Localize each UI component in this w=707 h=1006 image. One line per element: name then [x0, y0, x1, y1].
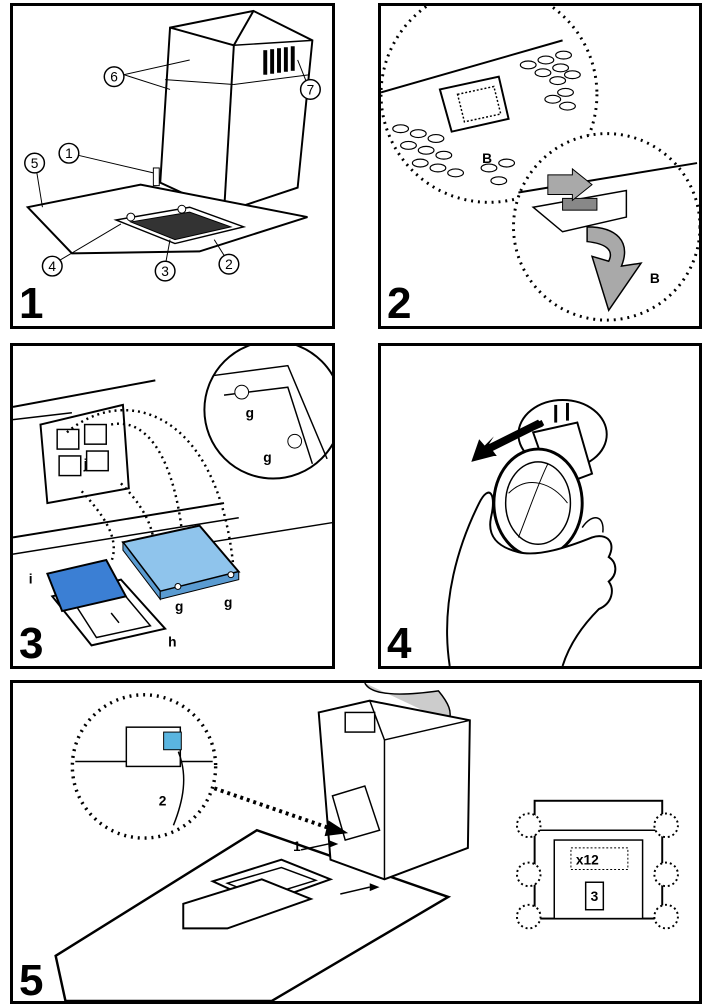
step-number: 2: [387, 282, 411, 326]
hood-overview-drawing: 1 2 3 4 5 6 7: [13, 6, 332, 326]
callout-2-label: 2: [225, 257, 233, 272]
label-b-1: B: [482, 151, 492, 166]
callout-7-label: 7: [307, 82, 315, 97]
label-b-2: B: [650, 271, 660, 286]
label-j: j: [83, 457, 88, 472]
panel-2-grease-filter-removal: B B 2: [378, 3, 702, 329]
label-g-3: g: [175, 599, 183, 614]
label-g-1: g: [246, 406, 254, 421]
lamp-replacement-drawing: [381, 346, 699, 666]
step-number: 5: [19, 959, 43, 1003]
schematic-label-3: 3: [591, 889, 599, 904]
label-g-2: g: [263, 450, 271, 465]
step-number: 4: [387, 622, 411, 666]
callout-4-label: 4: [48, 259, 56, 274]
label-h: h: [168, 634, 176, 649]
arrow-label-1: 1: [293, 839, 301, 854]
panel-3-carbon-filter: j g g i g h g 3: [10, 343, 335, 669]
callout-6-label: 6: [110, 70, 118, 85]
label-i: i: [29, 572, 33, 587]
carbon-filter-drawing: j g g i g h g: [13, 346, 332, 666]
panel-5-installation: 2 1 x12 3 5: [10, 680, 702, 1004]
installation-drawing: 2 1 x12 3: [13, 683, 699, 1001]
step-number: 1: [19, 282, 43, 326]
svg-text:g: g: [224, 595, 232, 610]
screw-count-label: x12: [576, 853, 599, 868]
callout-5-label: 5: [31, 156, 39, 171]
screw-location-schematic: x12 3: [517, 801, 678, 929]
step-number: 3: [19, 622, 43, 666]
detail-label-2: 2: [159, 794, 167, 809]
callout-3-label: 3: [161, 264, 169, 279]
panel-1-hood-overview: 1 2 3 4 5 6 7 1: [10, 3, 335, 329]
panel-4-lamp-replacement: 4: [378, 343, 702, 669]
filter-release-drawing: B B: [381, 6, 699, 326]
callout-1-label: 1: [65, 146, 73, 161]
